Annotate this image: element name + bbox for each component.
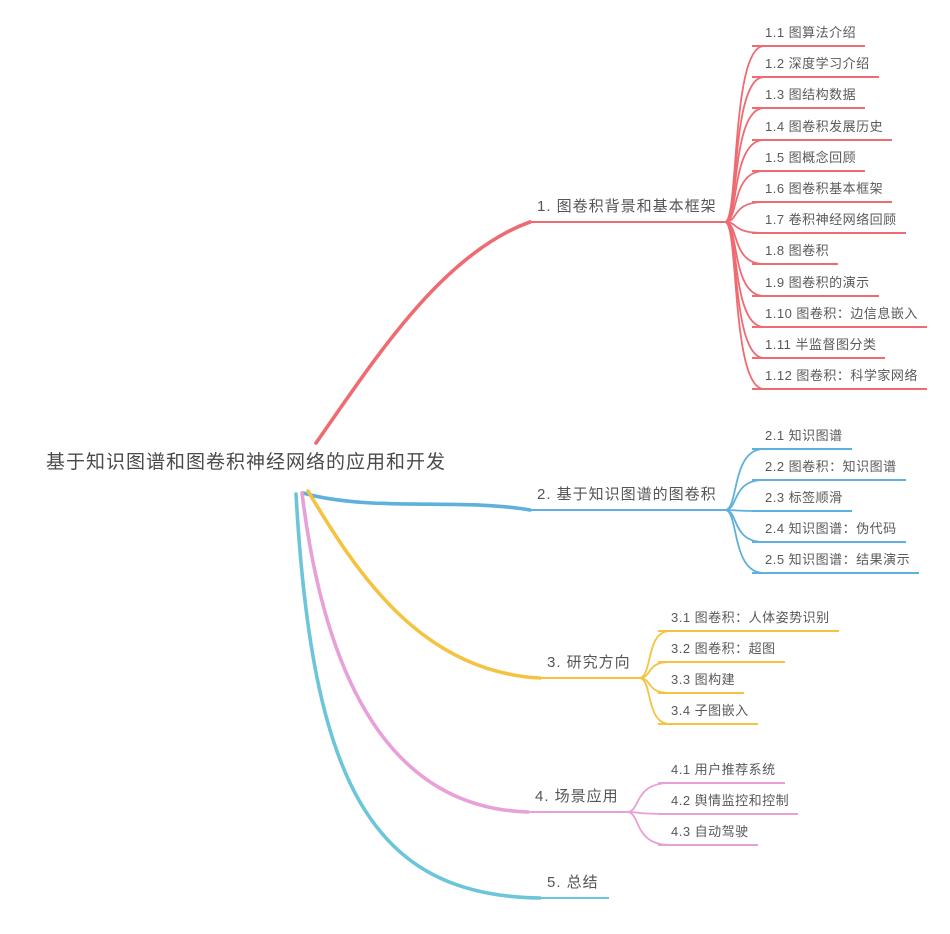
subtopic-2-2[interactable]: 2.2 图卷积：知识图谱 (752, 458, 906, 481)
subtopic-4-1[interactable]: 4.1 用户推荐系统 (658, 761, 785, 784)
subtopic-1-7[interactable]: 1.7 卷积神经网络回顾 (752, 211, 906, 234)
root-topic[interactable]: 基于知识图谱和图卷积神经网络的应用和开发 (46, 452, 447, 473)
branch-topic-5[interactable]: 5. 总结 (537, 874, 609, 899)
subtopic-3-4[interactable]: 3.4 子图嵌入 (658, 702, 758, 725)
subtopic-1-12[interactable]: 1.12 图卷积：科学家网络 (752, 367, 927, 390)
subtopic-2-3[interactable]: 2.3 标签顺滑 (752, 489, 852, 512)
subtopic-1-8[interactable]: 1.8 图卷积 (752, 242, 839, 265)
subtopic-1-1[interactable]: 1.1 图算法介绍 (752, 24, 866, 47)
subtopic-3-3[interactable]: 3.3 图构建 (658, 671, 745, 694)
subtopic-1-10[interactable]: 1.10 图卷积：边信息嵌入 (752, 305, 927, 328)
subtopic-4-3[interactable]: 4.3 自动驾驶 (658, 823, 758, 846)
branch-topic-4[interactable]: 4. 场景应用 (525, 788, 629, 813)
subtopic-2-1[interactable]: 2.1 知识图谱 (752, 427, 852, 450)
subtopic-1-5[interactable]: 1.5 图概念回顾 (752, 149, 866, 172)
subtopic-1-4[interactable]: 1.4 图卷积发展历史 (752, 118, 893, 141)
subtopic-1-2[interactable]: 1.2 深度学习介绍 (752, 55, 879, 78)
branch-topic-3[interactable]: 3. 研究方向 (537, 654, 641, 679)
subtopic-4-2[interactable]: 4.2 舆情监控和控制 (658, 792, 799, 815)
connector-curve (300, 491, 530, 814)
branch-topic-1[interactable]: 1. 图卷积背景和基本框架 (527, 198, 727, 223)
connector-curve (306, 489, 542, 680)
subtopic-3-2[interactable]: 3.2 图卷积：超图 (658, 640, 785, 663)
subtopic-1-3[interactable]: 1.3 图结构数据 (752, 86, 866, 109)
subtopic-2-5[interactable]: 2.5 知识图谱：结果演示 (752, 551, 920, 574)
subtopic-3-1[interactable]: 3.1 图卷积：人体姿势识别 (658, 609, 839, 632)
subtopic-1-9[interactable]: 1.9 图卷积的演示 (752, 274, 879, 297)
connector-curve (294, 492, 542, 900)
subtopic-1-11[interactable]: 1.11 半监督图分类 (752, 336, 886, 359)
branch-topic-2[interactable]: 2. 基于知识图谱的图卷积 (527, 486, 727, 511)
subtopic-2-4[interactable]: 2.4 知识图谱：伪代码 (752, 520, 906, 543)
connector-curve (301, 491, 532, 512)
connector-curve (314, 220, 532, 445)
subtopic-1-6[interactable]: 1.6 图卷积基本框架 (752, 180, 893, 203)
